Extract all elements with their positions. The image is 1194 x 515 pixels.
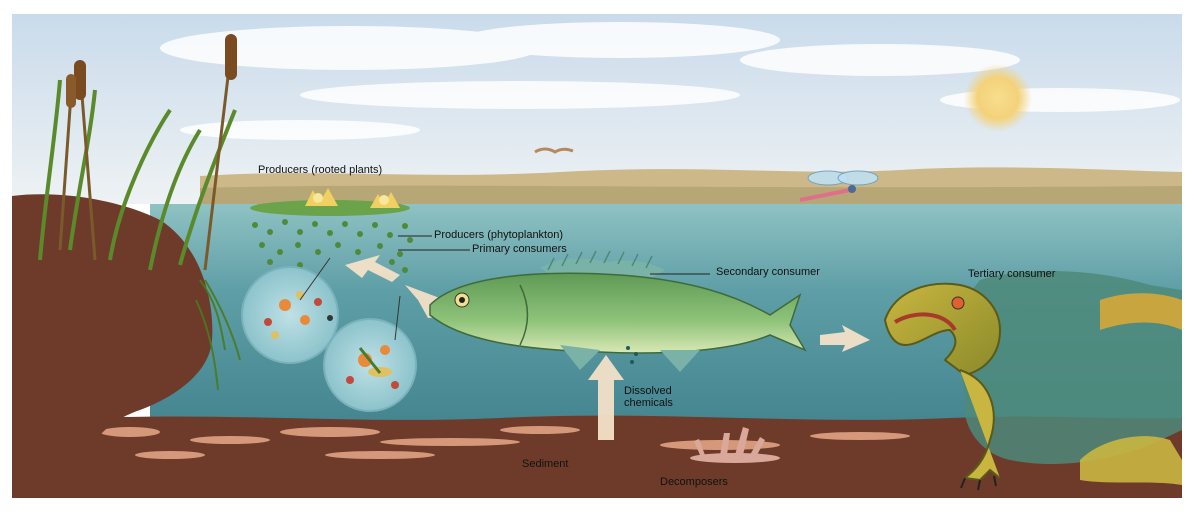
plankton-bubble-1 [242,267,338,363]
label-secondary-consumer: Secondary consumer [716,266,826,278]
sun [964,64,1032,132]
plankton-bubble-2 [324,319,416,411]
label-producers-rooted: Producers (rooted plants) [258,164,438,176]
label-dissolved-chemicals: Dissolved chemicals [624,385,704,409]
label-sediment: Sediment [522,458,568,470]
label-producers-phytoplankton: Producers (phytoplankton) [434,229,563,241]
label-decomposers: Decomposers [660,476,728,488]
label-primary-consumers: Primary consumers [472,243,567,255]
label-tertiary-consumer: Tertiary consumer [968,268,1058,280]
